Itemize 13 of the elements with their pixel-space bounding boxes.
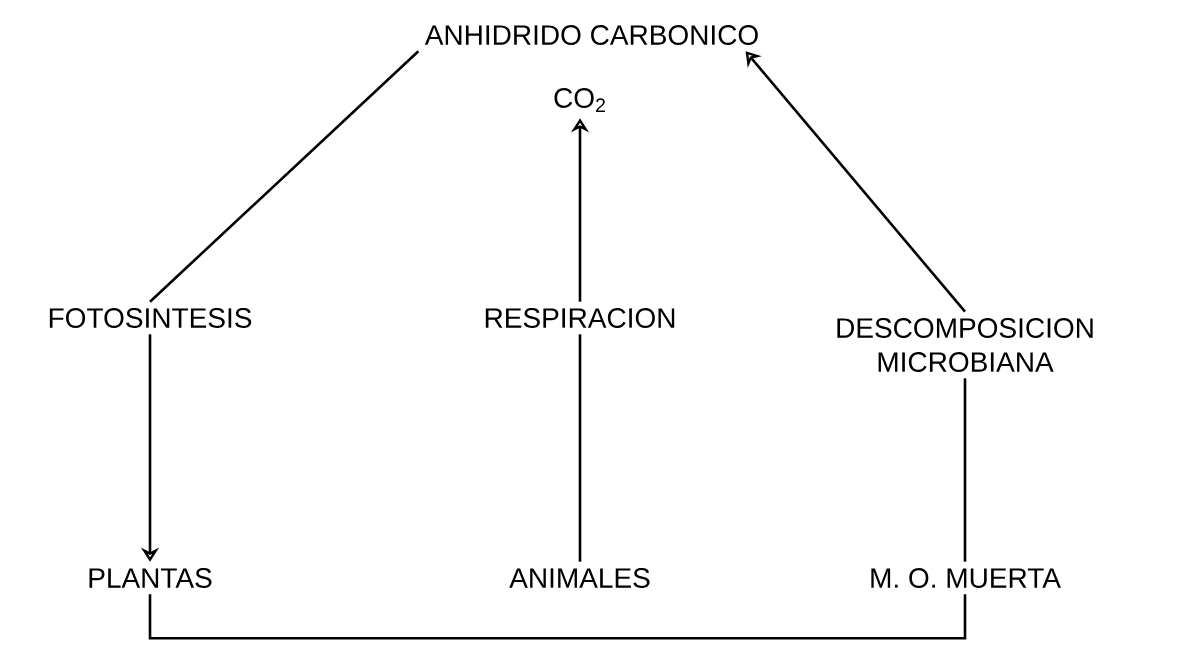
connector-line (149, 50, 420, 303)
connector-line (963, 378, 967, 562)
text-label: M. O. MUERTA (871, 568, 1061, 588)
text-label: ANIMALES (509, 568, 650, 588)
arrow (745, 51, 966, 313)
text-label: DESCOMPOSICION MICROBIANA (837, 318, 1093, 372)
text-label: CO$_{2}$ (554, 88, 605, 112)
connector-line (148, 594, 967, 640)
text-label: RESPIRACION (485, 308, 675, 328)
text-label: PLANTAS (89, 568, 212, 588)
connector-line (578, 334, 582, 562)
text-label: FOTOSINTESIS (49, 308, 252, 328)
text-label: ANHIDRIDO CARBONICO (424, 25, 758, 45)
